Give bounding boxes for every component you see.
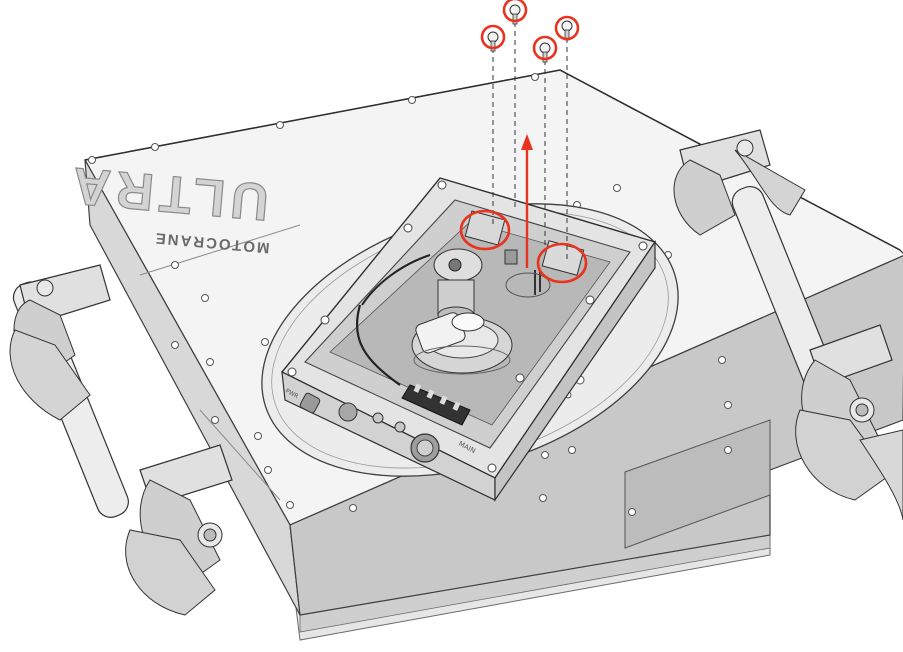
- connector-highlight-circle: [459, 209, 511, 251]
- corner-screw-icon: [287, 367, 297, 377]
- upper-connectors: [464, 210, 585, 298]
- corner-screw-icon: [585, 295, 595, 305]
- screw-head-icon: [201, 294, 209, 302]
- terminal-screw-icon: [452, 401, 461, 411]
- screw-highlight-circle: [502, 0, 528, 23]
- motor-shaft-icon: [448, 258, 462, 272]
- screw-head-icon: [724, 401, 732, 409]
- corner-screw-icon: [437, 180, 447, 190]
- screw-icon: [509, 4, 521, 25]
- hinge-pin-icon: [36, 279, 54, 297]
- small-port-icon: [372, 412, 384, 424]
- screw-head-icon: [254, 432, 262, 440]
- screw-head-icon: [171, 341, 179, 349]
- screw-highlight-circle: [480, 24, 506, 50]
- arrow-up-icon: [521, 134, 533, 150]
- motor-assembly: [411, 248, 513, 375]
- hinge-pin-icon: [736, 139, 754, 157]
- corner-screw-icon: [320, 315, 330, 325]
- surface-screws: [88, 73, 732, 516]
- connector-highlight-circle: [536, 242, 588, 284]
- screw-highlight-circle: [532, 35, 558, 61]
- corner-screw-icon: [487, 463, 497, 473]
- screw-head-icon: [276, 121, 284, 129]
- small-port-icon: [394, 421, 406, 433]
- screw-head-icon: [539, 494, 547, 502]
- cable: [355, 304, 401, 386]
- cable: [361, 254, 431, 306]
- highlight-callouts: [459, 0, 588, 284]
- terminal-screw-icon: [413, 383, 422, 393]
- screw-head-icon: [206, 358, 214, 366]
- corner-screw-icon: [515, 373, 525, 383]
- screw-head-icon: [264, 466, 272, 474]
- screw-icon: [487, 31, 499, 52]
- screw-head-icon: [724, 446, 732, 454]
- screw-highlight-circle: [554, 15, 580, 41]
- screw-head-icon: [349, 504, 357, 512]
- removal-arrow: [521, 134, 533, 268]
- screw-icon: [539, 42, 551, 63]
- screw-head-icon: [211, 416, 219, 424]
- screw-head-icon: [88, 156, 96, 164]
- screw-head-icon: [261, 338, 269, 346]
- right-handle: [673, 129, 903, 521]
- screw-head-icon: [628, 508, 636, 516]
- screw-head-icon: [408, 96, 416, 104]
- left-handle: [9, 264, 233, 616]
- screw-head-icon: [541, 451, 549, 459]
- screw-head-icon: [286, 501, 294, 509]
- lid-screws: [487, 4, 573, 63]
- corner-screw-icon: [403, 223, 413, 233]
- screw-head-icon: [613, 184, 621, 192]
- round-connector-icon: [338, 402, 358, 422]
- terminal-block: [355, 254, 471, 426]
- corner-screw-icon: [638, 241, 648, 251]
- assembly-lines: [492, 22, 568, 260]
- screw-head-icon: [718, 356, 726, 364]
- terminal-screw-icon: [426, 389, 435, 399]
- round-connector-icon: [299, 392, 321, 414]
- screw-head-icon: [151, 143, 159, 151]
- terminal-screw-icon: [439, 395, 448, 405]
- screw-head-icon: [171, 261, 179, 269]
- screw-head-icon: [568, 446, 576, 454]
- screw-head-icon: [531, 73, 539, 81]
